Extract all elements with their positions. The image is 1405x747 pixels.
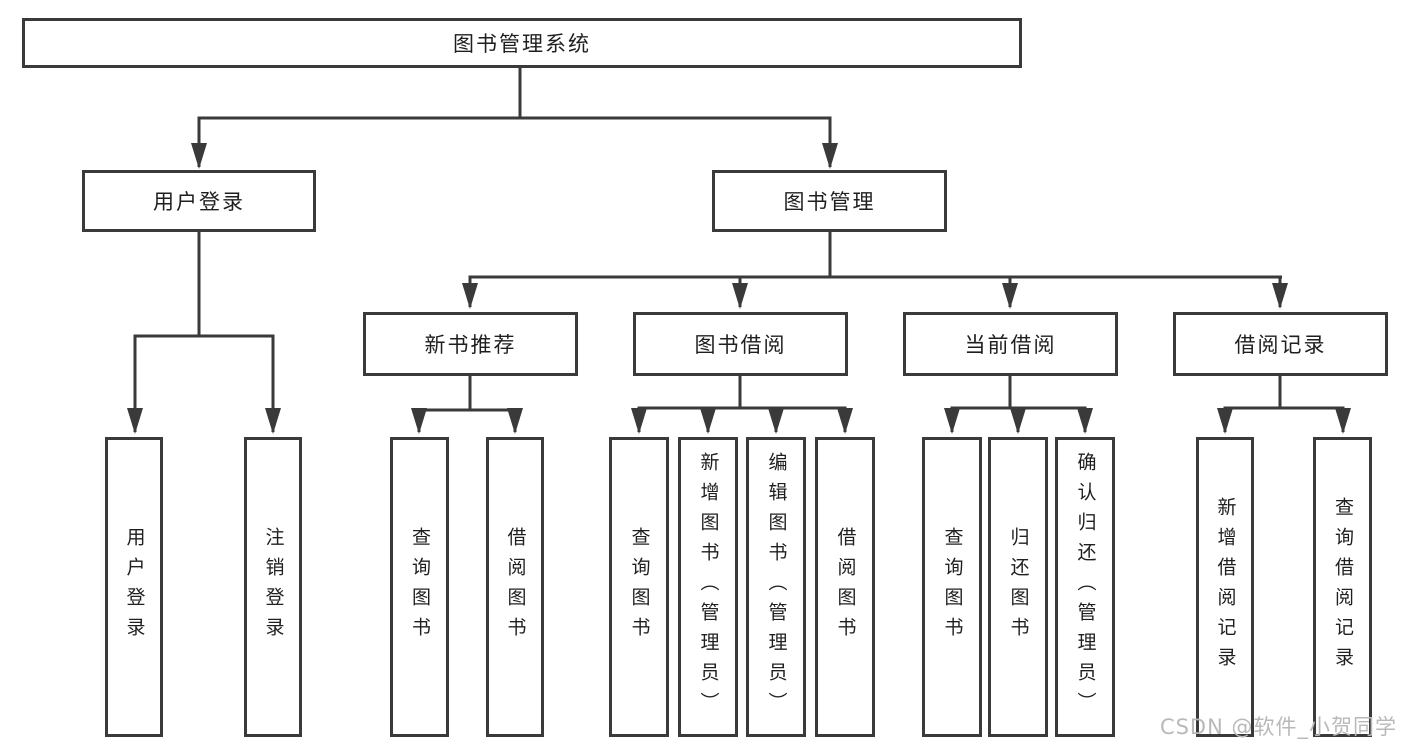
node-current-borrow-label: 当前借阅 bbox=[964, 333, 1057, 357]
node-book-management: 图书管理 bbox=[712, 170, 947, 232]
leaf-query-books-borrow-label: 查询图书 bbox=[628, 527, 651, 647]
node-book-borrow-label: 图书借阅 bbox=[694, 333, 787, 357]
leaf-logout: 注销登录 bbox=[244, 437, 302, 737]
csdn-watermark: CSDN @软件_小贺同学 bbox=[1159, 715, 1397, 739]
leaf-add-book-admin: 新增图书（管理员） bbox=[678, 437, 738, 737]
leaf-borrow-books-recommend: 借阅图书 bbox=[486, 437, 544, 737]
node-user-login: 用户登录 bbox=[82, 170, 316, 232]
node-root: 图书管理系统 bbox=[22, 18, 1022, 68]
connector-root-to-level2 bbox=[191, 68, 838, 169]
leaf-edit-book-admin-label: 编辑图书（管理员） bbox=[765, 452, 788, 722]
leaf-add-borrow-record-label: 新增借阅记录 bbox=[1214, 497, 1237, 677]
leaf-logout-label: 注销登录 bbox=[262, 527, 285, 647]
connector-borrow-to-leaves bbox=[631, 376, 853, 434]
node-new-book-recommend-label: 新书推荐 bbox=[424, 333, 517, 357]
node-borrow-record: 借阅记录 bbox=[1173, 312, 1388, 376]
leaf-query-borrow-record-label: 查询借阅记录 bbox=[1332, 497, 1354, 677]
node-current-borrow: 当前借阅 bbox=[903, 312, 1118, 376]
node-book-management-label: 图书管理 bbox=[783, 190, 876, 214]
leaf-borrow-books-recommend-label: 借阅图书 bbox=[504, 527, 527, 647]
connector-current-to-leaves bbox=[944, 376, 1093, 434]
leaf-user-login-label: 用户登录 bbox=[123, 527, 146, 647]
leaf-query-books-recommend: 查询图书 bbox=[390, 437, 449, 737]
node-new-book-recommend: 新书推荐 bbox=[363, 312, 578, 376]
connector-record-to-leaves bbox=[1217, 376, 1351, 434]
leaf-query-books-borrow: 查询图书 bbox=[609, 437, 669, 737]
leaf-query-books-recommend-label: 查询图书 bbox=[409, 527, 431, 647]
leaf-return-book: 归还图书 bbox=[988, 437, 1048, 737]
node-book-borrow: 图书借阅 bbox=[633, 312, 848, 376]
node-borrow-record-label: 借阅记录 bbox=[1234, 333, 1327, 357]
node-root-label: 图书管理系统 bbox=[453, 32, 591, 56]
leaf-confirm-return-admin: 确认归还（管理员） bbox=[1055, 437, 1115, 737]
connector-recommend-to-leaves bbox=[411, 376, 523, 434]
connector-book-mgmt-to-sections bbox=[462, 232, 1288, 309]
leaf-query-borrow-record: 查询借阅记录 bbox=[1313, 437, 1372, 737]
leaf-borrow-books: 借阅图书 bbox=[815, 437, 875, 737]
leaf-add-borrow-record: 新增借阅记录 bbox=[1196, 437, 1254, 737]
leaf-query-books-current-label: 查询图书 bbox=[941, 527, 964, 647]
leaf-add-book-admin-label: 新增图书（管理员） bbox=[697, 452, 720, 722]
node-user-login-label: 用户登录 bbox=[153, 190, 245, 214]
leaf-return-book-label: 归还图书 bbox=[1007, 527, 1030, 647]
leaf-confirm-return-admin-label: 确认归还（管理员） bbox=[1074, 452, 1097, 722]
connector-user-login-to-leaves bbox=[127, 232, 281, 434]
leaf-query-books-current: 查询图书 bbox=[922, 437, 982, 737]
leaf-borrow-books-label: 借阅图书 bbox=[834, 527, 857, 647]
leaf-edit-book-admin: 编辑图书（管理员） bbox=[746, 437, 806, 737]
leaf-user-login: 用户登录 bbox=[105, 437, 163, 737]
